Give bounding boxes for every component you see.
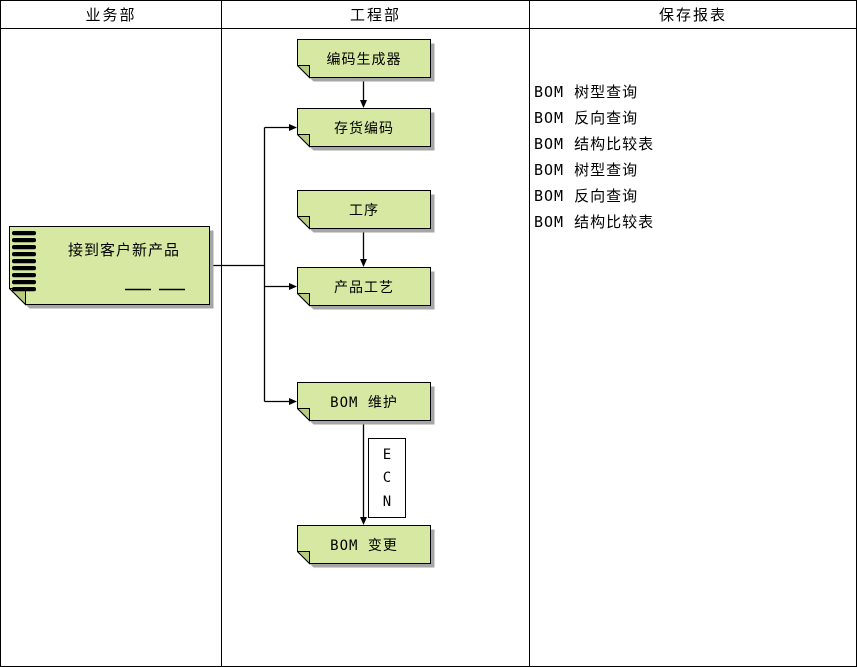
arrowheads (289, 100, 367, 525)
flow-box-code-generator: 编码生成器 (297, 39, 435, 82)
column-header-business: 业务部 (1, 1, 221, 29)
flow-box-product-craft: 产品工艺 (297, 267, 435, 310)
flow-box-label: 产品工艺 (334, 279, 394, 296)
flow-document-label: 接到客户新产品 (67, 241, 180, 259)
card-shape (297, 382, 435, 425)
ecn-letter: C (382, 470, 392, 486)
report-item: BOM 树型查询 (534, 83, 639, 101)
flow-box-inventory-code: 存货编码 (297, 108, 435, 151)
report-item: BOM 反向查询 (534, 187, 639, 205)
card-shape (297, 108, 435, 151)
card-shape (297, 190, 435, 233)
ecn-letter: N (382, 493, 392, 510)
report-item: BOM 结构比较表 (534, 135, 655, 153)
ecn-label-box: E C N (368, 438, 406, 518)
column-header-engineering: 工程部 (222, 1, 529, 29)
flow-box-bom-maintain: BOM 维护 (297, 382, 435, 425)
spiral-binding-icon (12, 231, 36, 292)
column-header-reports: 保存报表 (530, 1, 856, 29)
report-item: BOM 树型查询 (534, 161, 639, 179)
flow-box-process: 工序 (297, 190, 435, 233)
column-divider-2 (529, 1, 530, 666)
column-divider-1 (221, 1, 222, 666)
flow-box-label: 工序 (349, 202, 379, 219)
bound-document-shape (9, 226, 214, 309)
flow-box-label: BOM 维护 (330, 394, 398, 411)
flow-document-new-product: 接到客户新产品 (9, 226, 219, 312)
card-shape (297, 39, 435, 82)
report-item: BOM 反向查询 (534, 109, 639, 127)
flow-box-bom-change: BOM 变更 (297, 525, 435, 568)
report-list: BOM 树型查询 BOM 反向查询 BOM 结构比较表 BOM 树型查询 BOM… (534, 79, 654, 235)
flow-box-label: BOM 变更 (330, 537, 398, 554)
card-shape (297, 267, 435, 310)
report-item: BOM 结构比较表 (534, 213, 655, 231)
ecn-letter: E (382, 446, 392, 463)
card-shape (297, 525, 435, 568)
flow-box-label: 存货编码 (334, 120, 394, 137)
flow-box-label: 编码生成器 (326, 51, 402, 68)
